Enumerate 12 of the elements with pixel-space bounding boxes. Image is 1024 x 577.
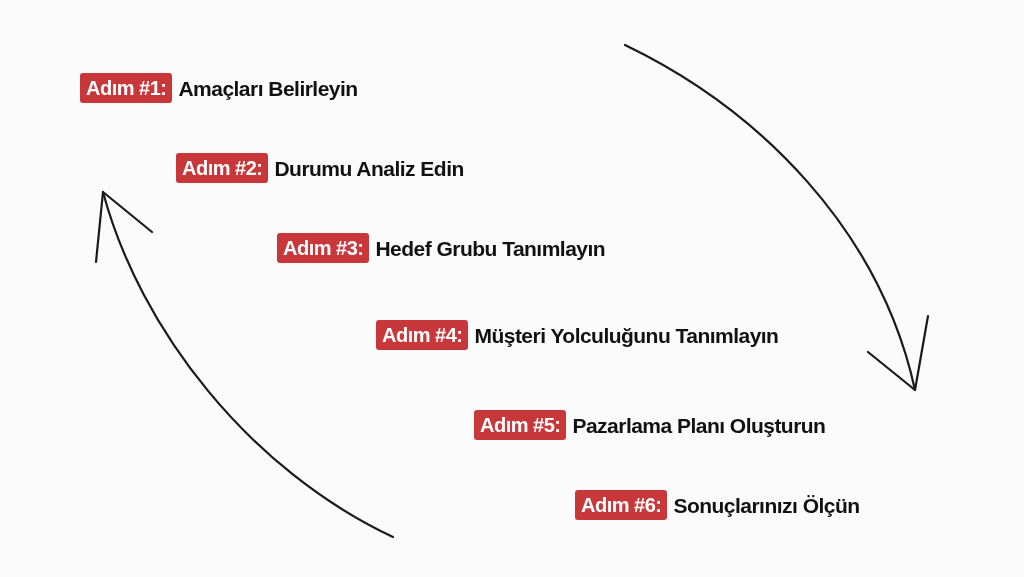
step-title: Hedef Grubu Tanımlayın xyxy=(375,237,606,259)
step-badge: Adım #2: xyxy=(176,153,269,183)
step-title: Sonuçlarınızı Ölçün xyxy=(673,494,860,516)
step-badge: Adım #6: xyxy=(575,490,668,520)
step-title: Pazarlama Planı Oluşturun xyxy=(572,414,826,436)
step-title: Müşteri Yolculuğunu Tanımlayın xyxy=(474,324,779,346)
step-badge: Adım #5: xyxy=(474,410,567,440)
step-badge: Adım #1: xyxy=(80,73,173,103)
step-title: Amaçları Belirleyin xyxy=(178,77,358,99)
step-title: Durumu Analiz Edin xyxy=(274,157,464,179)
step-badge: Adım #4: xyxy=(376,320,469,350)
step-badge: Adım #3: xyxy=(277,233,370,263)
